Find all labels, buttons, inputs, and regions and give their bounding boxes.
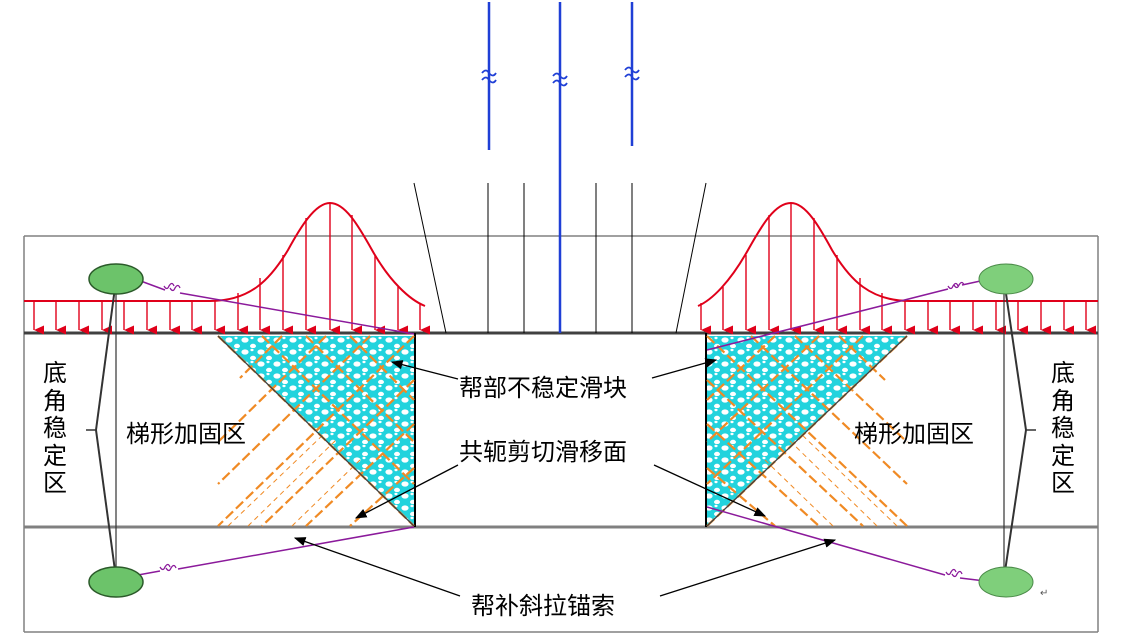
wave-break-icon: [481, 66, 640, 87]
right-stress-arrows: [700, 203, 1097, 335]
return-mark: ↵: [1040, 588, 1048, 599]
left-shear-fine: [227, 431, 361, 527]
blue-vertical-lines: [487, 2, 634, 333]
trapezoid-zone-label-right: 梯形加固区: [854, 420, 974, 448]
corner-brace-left: [86, 279, 117, 579]
left-stress-curve: [24, 201, 426, 307]
left-shear-surface: [217, 335, 415, 527]
right-shear-surface: [706, 335, 908, 527]
overburden-lines: [413, 182, 707, 334]
wave-break-icon: [159, 281, 965, 578]
conjugate-shear-label: 共轭剪切滑移面: [459, 438, 627, 466]
right-shear-fine: [764, 431, 898, 527]
corner-brace-right: [1003, 279, 1036, 579]
unstable-block-label: 帮部不稳定滑块: [459, 374, 627, 402]
corner-stable-label-right: 底角稳定区: [1051, 359, 1075, 498]
corner-stable-label-left: 底角稳定区: [43, 359, 67, 498]
ellipse-anchor-icon: [88, 263, 1034, 598]
annotation-arrows: [293, 358, 837, 597]
left-stress-arrows: [33, 203, 431, 335]
anchor-cable-label: 帮补斜拉锚索: [471, 592, 615, 620]
trapezoid-zone-label-left: 梯形加固区: [126, 420, 246, 448]
right-stress-curve: [697, 201, 1098, 307]
